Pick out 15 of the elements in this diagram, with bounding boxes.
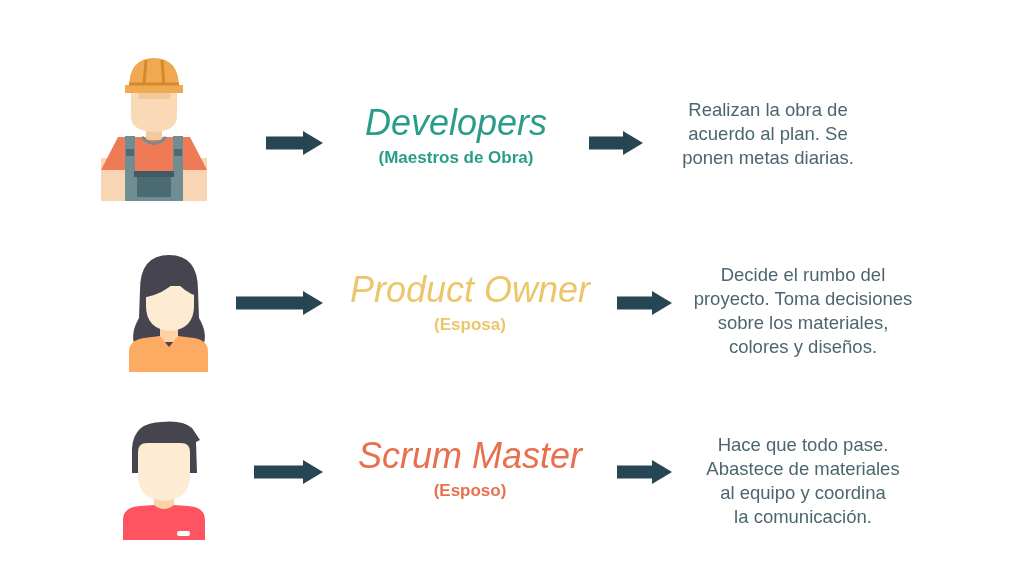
role-subtitle: (Esposo) [433, 481, 507, 501]
arrow [266, 131, 323, 155]
description-text: Hace que todo pase. Abastece de materiales al equipo y coordina la comunicación. [706, 433, 900, 529]
role-subtitle: (Esposa) [434, 315, 506, 335]
description-text: Realizan la obra de acuerdo al plan. Se ponen metas diarias. [682, 98, 854, 170]
role-title: Developers [364, 103, 548, 143]
arrow [617, 460, 672, 484]
role-title: Product Owner [349, 270, 591, 310]
arrow [254, 460, 323, 484]
role-title: Scrum Master [357, 436, 582, 476]
arrow [617, 291, 672, 315]
role-subtitle: (Maestros de Obra) [378, 148, 534, 168]
arrow [589, 131, 643, 155]
arrow [236, 291, 323, 315]
description-text: Decide el rumbo del proyecto. Toma decisiones sobre los materiales, colores y diseños. [693, 263, 913, 359]
